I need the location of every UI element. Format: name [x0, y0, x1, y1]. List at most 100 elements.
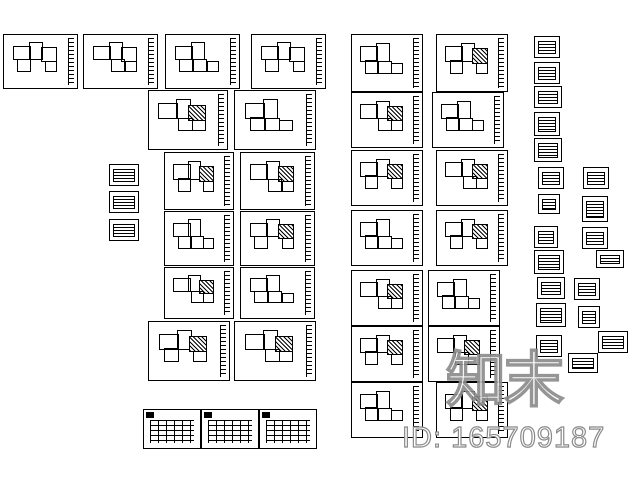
detail-sheet	[534, 112, 560, 136]
detail-sheet	[538, 167, 564, 189]
detail-drawing	[113, 224, 135, 237]
plan-sheet	[3, 34, 78, 89]
detail-sheet	[598, 331, 628, 353]
plan-sheet	[240, 211, 315, 266]
detail-drawing	[542, 199, 556, 210]
table-header	[262, 412, 270, 418]
title-block	[490, 330, 496, 378]
detail-drawing	[538, 255, 560, 270]
title-block	[498, 214, 504, 262]
detail-drawing	[578, 283, 596, 296]
detail-drawing	[540, 340, 558, 353]
plan-sheet	[436, 150, 508, 206]
detail-drawing	[602, 336, 624, 349]
detail-drawing	[542, 172, 560, 185]
plan-sheet	[240, 267, 315, 319]
detail-sheet	[538, 194, 560, 214]
floor-plan	[360, 334, 405, 368]
floor-plan	[360, 278, 405, 312]
detail-drawing	[538, 117, 556, 132]
floor-plan	[360, 42, 405, 78]
floor-plan	[173, 275, 217, 306]
plan-sheet	[351, 270, 423, 326]
detail-sheet	[109, 219, 139, 241]
detail-drawing	[538, 41, 556, 54]
title-block	[230, 38, 236, 85]
detail-drawing	[587, 172, 605, 185]
detail-sheet	[534, 36, 560, 58]
plan-sheet	[234, 90, 316, 150]
table-header	[146, 412, 154, 418]
floor-plan	[244, 330, 296, 366]
detail-sheet	[568, 353, 598, 373]
detail-sheet	[536, 335, 562, 357]
floor-plan	[360, 158, 405, 192]
title-block	[498, 154, 504, 202]
title-block	[490, 274, 496, 322]
title-block	[224, 156, 230, 206]
floor-plan	[249, 160, 297, 196]
floor-plan	[158, 99, 208, 135]
detail-drawing	[113, 196, 135, 209]
floor-plan	[260, 42, 308, 75]
detail-drawing	[586, 232, 604, 245]
detail-drawing	[582, 311, 596, 324]
title-block	[316, 38, 322, 85]
title-block	[413, 330, 419, 378]
plan-sheet	[351, 326, 423, 382]
plan-sheet	[240, 152, 315, 210]
detail-drawing	[538, 231, 554, 244]
floor-plan	[445, 390, 490, 424]
detail-sheet	[537, 277, 565, 299]
title-block	[413, 214, 419, 262]
floor-plan	[244, 99, 296, 135]
detail-drawing	[586, 201, 604, 218]
floor-plan	[445, 218, 490, 252]
title-block	[413, 274, 419, 322]
detail-sheet	[109, 191, 139, 213]
plan-sheet	[164, 152, 234, 210]
floor-plan	[173, 160, 217, 196]
floor-plan	[173, 219, 217, 252]
floor-plan	[360, 100, 405, 134]
detail-drawing	[113, 169, 135, 182]
plan-sheet	[351, 34, 423, 92]
plan-sheet	[351, 92, 423, 148]
floor-plan	[174, 42, 222, 75]
detail-drawing	[572, 358, 594, 369]
plan-sheet	[436, 34, 508, 92]
floor-plan	[445, 158, 490, 192]
schedule-table	[259, 409, 317, 449]
detail-drawing	[538, 67, 556, 80]
plan-sheet	[164, 267, 234, 319]
title-block	[305, 271, 311, 315]
title-block	[224, 271, 230, 315]
floor-plan	[360, 218, 405, 252]
table-grid	[266, 420, 310, 443]
plan-sheet	[428, 326, 500, 382]
table-grid	[208, 420, 252, 443]
floor-plan	[445, 42, 490, 78]
title-block	[494, 96, 500, 144]
detail-drawing	[538, 143, 558, 158]
plan-sheet	[251, 34, 326, 89]
detail-sheet	[583, 167, 609, 189]
detail-sheet	[534, 62, 560, 84]
title-block	[305, 156, 311, 206]
schedule-table	[201, 409, 259, 449]
floor-plan	[92, 42, 140, 75]
plan-sheet	[351, 150, 423, 206]
plan-sheet	[428, 270, 500, 326]
table-grid	[150, 420, 194, 443]
detail-sheet	[109, 164, 139, 186]
floor-plan	[12, 42, 60, 75]
plan-sheet	[148, 321, 230, 381]
floor-plan	[249, 275, 297, 306]
plan-sheet	[351, 210, 423, 266]
detail-drawing	[600, 255, 620, 264]
title-block	[306, 94, 312, 146]
plan-sheet	[165, 34, 240, 89]
plan-sheet	[164, 211, 234, 266]
detail-drawing	[541, 282, 561, 295]
